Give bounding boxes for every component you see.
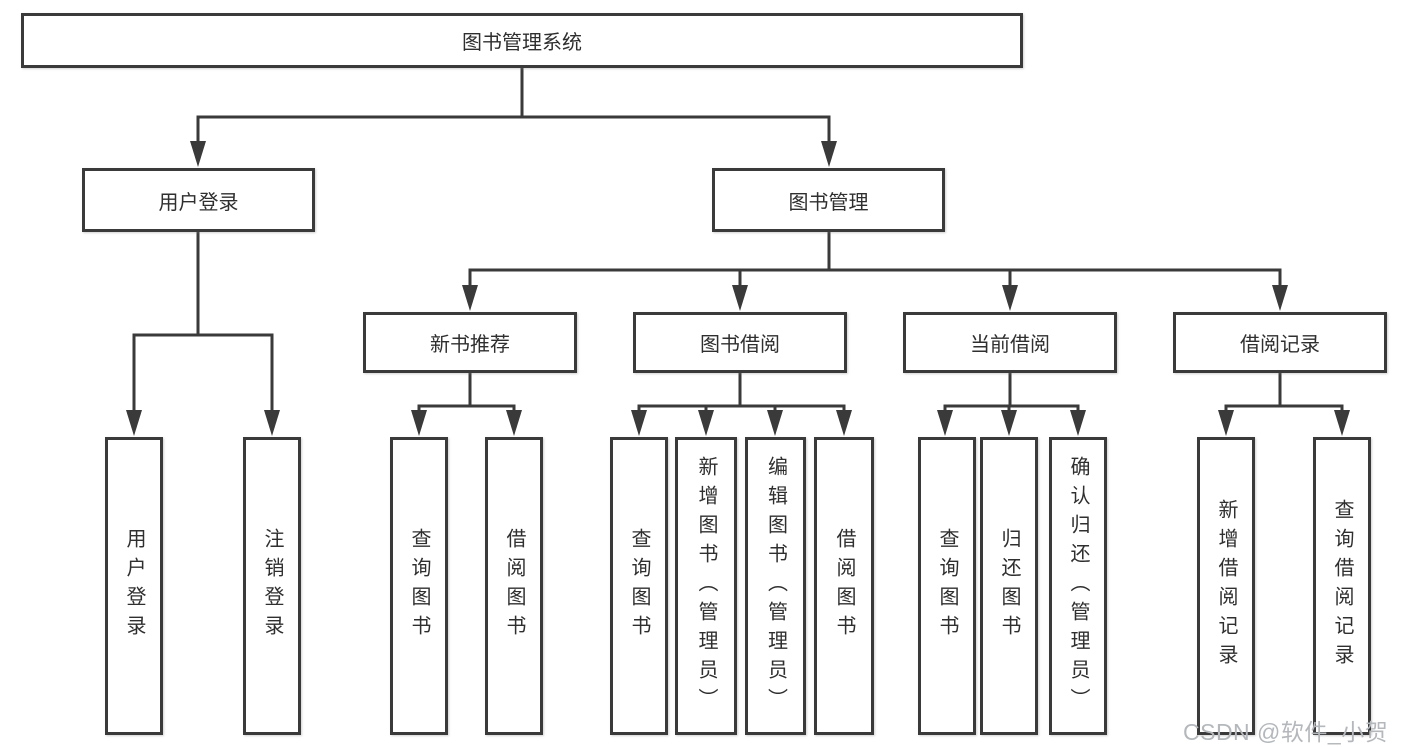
leaf-label: 新增借阅记录 — [1215, 499, 1237, 673]
leaf-borrow-books: 借阅图书 — [814, 437, 874, 735]
node-label: 图书借阅 — [700, 334, 780, 356]
leaf-label: 查询借阅记录 — [1331, 499, 1353, 673]
node-current-borrowing: 当前借阅 — [903, 312, 1117, 373]
leaf-add-books-admin: 新增图书（管理员） — [675, 437, 737, 735]
node-book-borrowing: 图书借阅 — [633, 312, 847, 373]
leaf-label: 归还图书 — [998, 528, 1020, 644]
leaf-return-books: 归还图书 — [980, 437, 1038, 735]
node-user-login: 用户登录 — [82, 168, 315, 232]
leaf-label: 编辑图书（管理员） — [764, 455, 787, 717]
csdn-watermark: CSDN @软件_小贺同学 — [1183, 719, 1389, 745]
leaf-logout: 注销登录 — [243, 437, 301, 735]
node-label: 用户登录 — [158, 191, 239, 214]
leaf-label: 用户登录 — [123, 528, 145, 644]
node-book-management: 图书管理 — [712, 168, 945, 232]
leaf-label: 新增图书（管理员） — [695, 455, 717, 717]
node-label: 借阅记录 — [1240, 334, 1320, 356]
node-label: 图书管理系统 — [462, 32, 582, 54]
node-borrowing-records: 借阅记录 — [1173, 312, 1387, 373]
leaf-add-borrow-record: 新增借阅记录 — [1197, 437, 1255, 735]
node-library-management-system: 图书管理系统 — [21, 13, 1023, 68]
node-label: 当前借阅 — [970, 334, 1050, 356]
leaf-query-books-borrow: 查询图书 — [610, 437, 668, 735]
leaf-borrow-books-recommend: 借阅图书 — [485, 437, 543, 735]
leaf-user-login: 用户登录 — [105, 437, 163, 735]
leaf-query-borrow-record: 查询借阅记录 — [1313, 437, 1371, 735]
leaf-label: 借阅图书 — [503, 528, 525, 644]
leaf-label: 注销登录 — [261, 528, 283, 644]
leaf-label: 查询图书 — [936, 528, 958, 644]
node-label: 新书推荐 — [430, 334, 510, 356]
node-new-book-recommend: 新书推荐 — [363, 312, 577, 373]
leaf-query-books-current: 查询图书 — [918, 437, 976, 735]
leaf-query-books-recommend: 查询图书 — [390, 437, 448, 735]
leaf-confirm-return-admin: 确认归还（管理员） — [1049, 437, 1107, 735]
leaf-label: 查询图书 — [628, 528, 650, 644]
leaf-label: 借阅图书 — [833, 528, 855, 644]
leaf-edit-books-admin: 编辑图书（管理员） — [745, 437, 806, 735]
node-label: 图书管理 — [788, 191, 869, 214]
arrowheads — [126, 141, 1350, 436]
leaf-label: 确认归还（管理员） — [1067, 455, 1089, 717]
leaf-label: 查询图书 — [408, 528, 430, 644]
